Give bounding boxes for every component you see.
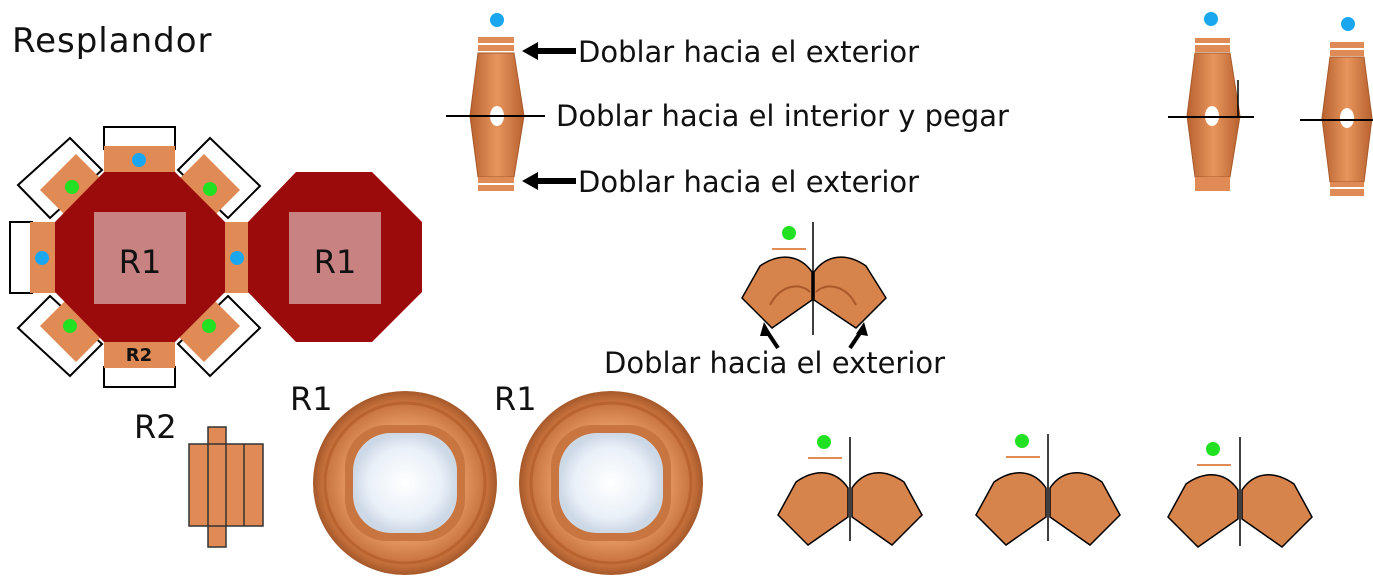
fold-out-instruction-top: Doblar hacia el exterior <box>578 35 919 69</box>
blue-dot-icon <box>35 251 49 265</box>
green-dot-icon <box>65 180 79 194</box>
blue-dot-icon <box>1204 12 1218 26</box>
r2-strip: R2 <box>134 408 264 548</box>
r1-mirror-label-1: R1 <box>290 380 333 418</box>
round-mirror-1: R1 <box>290 380 497 575</box>
butterfly-fold-center: Doblar hacia el exterior <box>604 222 945 380</box>
green-dot-icon <box>63 319 77 333</box>
fold-in-glue-instruction: Doblar hacia el interior y pegar <box>556 99 1009 133</box>
r2-flap-label: R2 <box>126 345 152 366</box>
page-title: Resplandor <box>12 21 213 61</box>
second-octagon: R1 <box>248 172 422 342</box>
segment-instruction: Doblar hacia el exterior Doblar hacia el… <box>446 13 1009 199</box>
green-dot-icon <box>1206 442 1220 456</box>
octagon-net: R1 R2 <box>9 126 262 388</box>
r1-label-2: R1 <box>314 243 357 281</box>
blue-dot-icon <box>230 251 244 265</box>
butterfly-piece-1 <box>777 435 923 546</box>
segment-right-2 <box>1300 17 1373 196</box>
blue-dot-icon <box>490 13 504 27</box>
butterfly-piece-3 <box>1167 437 1313 548</box>
green-dot-icon <box>782 226 796 240</box>
segment-right-1 <box>1168 12 1254 191</box>
curved-arrow-icon <box>760 322 780 350</box>
r1-label: R1 <box>119 243 162 281</box>
r1-mirror-label-2: R1 <box>494 380 537 418</box>
butterfly-piece-2 <box>975 434 1121 546</box>
green-dot-icon <box>1015 434 1029 448</box>
r2-label: R2 <box>134 408 177 446</box>
r1-square <box>94 212 186 304</box>
green-dot-icon <box>203 182 217 196</box>
fold-out-instruction-center: Doblar hacia el exterior <box>604 346 945 380</box>
blue-dot-icon <box>132 153 146 167</box>
green-dot-icon <box>817 435 831 449</box>
blue-dot-icon <box>1341 17 1355 31</box>
left-arrow-icon <box>522 172 576 190</box>
green-dot-icon <box>202 319 216 333</box>
curved-arrow-icon <box>848 322 868 350</box>
round-mirror-2: R1 <box>494 380 703 575</box>
fold-out-instruction-bottom: Doblar hacia el exterior <box>578 165 919 199</box>
left-arrow-icon <box>522 42 576 60</box>
